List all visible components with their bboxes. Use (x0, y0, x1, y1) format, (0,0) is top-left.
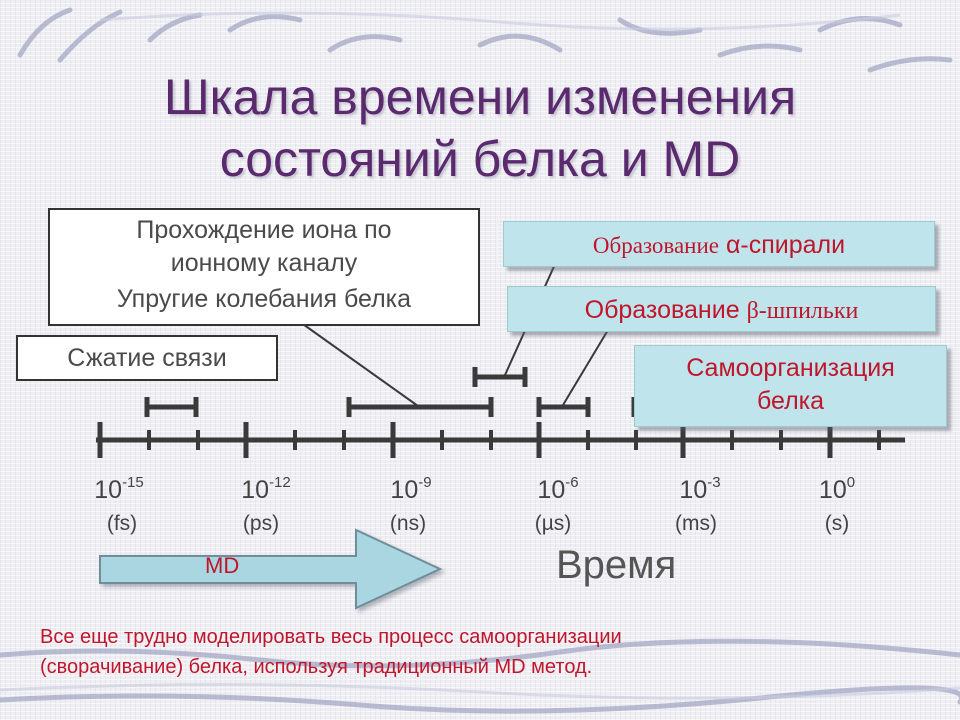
unit-label-fs: (fs) (106, 512, 138, 535)
tick-base: 10 (94, 476, 123, 504)
self-organization-line-1: Самоорганизация (686, 354, 895, 382)
minor-ticks (147, 430, 881, 450)
range-elastic-vibrations (346, 397, 494, 417)
slide-title: Шкала времени изменения состояний белка … (0, 66, 960, 190)
unit-label-ns: (ns) (389, 512, 427, 535)
range-bond-compression (144, 397, 199, 417)
alpha-helix-word: Образование (592, 233, 719, 258)
tick-base: 10 (390, 476, 419, 504)
ion-channel-line-2: ионному каналу (170, 249, 358, 277)
self-organization-line-2: белка (756, 387, 825, 415)
range-alpha-helix (472, 367, 528, 387)
ion-channel-line-1: Прохождение иона по (136, 216, 392, 244)
self-organization-box: Самоорганизация белка (634, 345, 947, 427)
footer-line-1: Все еще трудно моделировать весь процесс… (40, 626, 622, 648)
unit-label-ms: (ms) (675, 512, 717, 535)
footer-note: Все еще трудно моделировать весь процесс… (40, 622, 900, 682)
tick-label-ns: 10-9 (356, 474, 466, 505)
tick-exponent: -12 (269, 474, 291, 491)
alpha-helix-term: α-спирали (725, 231, 846, 259)
tick-exponent: -15 (122, 474, 144, 491)
bond-compression-label: Сжатие связи (67, 344, 227, 372)
tick-exponent: 0 (846, 474, 856, 491)
unit-label-ps: (ps) (242, 512, 280, 535)
beta-hairpin-term: β-шпильки (746, 298, 859, 324)
beta-hairpin-word: Образование (584, 296, 740, 324)
title-line-2: состояний белка и MD (219, 131, 741, 187)
tick-exponent: -3 (707, 474, 721, 491)
bond-compression-box: Сжатие связи (16, 335, 278, 381)
major-ticks (97, 422, 833, 458)
footer-line-2: (сворачивание) белка, используя традицио… (40, 656, 593, 678)
tick-label-ps: 10-12 (211, 474, 321, 505)
elastic-vibrations-label: Упругие колебания белка (116, 285, 412, 313)
tick-base: 10 (679, 476, 708, 504)
tick-exponent: -9 (418, 474, 432, 491)
md-arrow-shape (99, 528, 443, 610)
tick-base: 10 (241, 476, 270, 504)
tick-label-fs: 10-15 (64, 474, 174, 505)
tick-label-s: 100 (782, 474, 892, 505)
tick-exponent: -6 (565, 474, 579, 491)
alpha-helix-box: Образование α-спирали (503, 221, 935, 267)
tick-base: 10 (537, 476, 566, 504)
beta-hairpin-box: Образование β-шпильки (507, 286, 936, 332)
tick-label-ms: 10-3 (645, 474, 755, 505)
md-arrow-label: MD (205, 553, 240, 578)
tick-base: 10 (818, 476, 847, 504)
tick-label-us: 10-6 (503, 474, 613, 505)
title-line-1: Шкала времени изменения (163, 69, 797, 125)
unit-label-us: (µs) (534, 512, 572, 535)
ion-channel-box: Прохождение иона по ионному каналу Упруг… (48, 208, 480, 326)
unit-label-s: (s) (824, 512, 850, 535)
range-beta-hairpin (536, 397, 591, 417)
axis-label-time: Время (556, 543, 677, 587)
